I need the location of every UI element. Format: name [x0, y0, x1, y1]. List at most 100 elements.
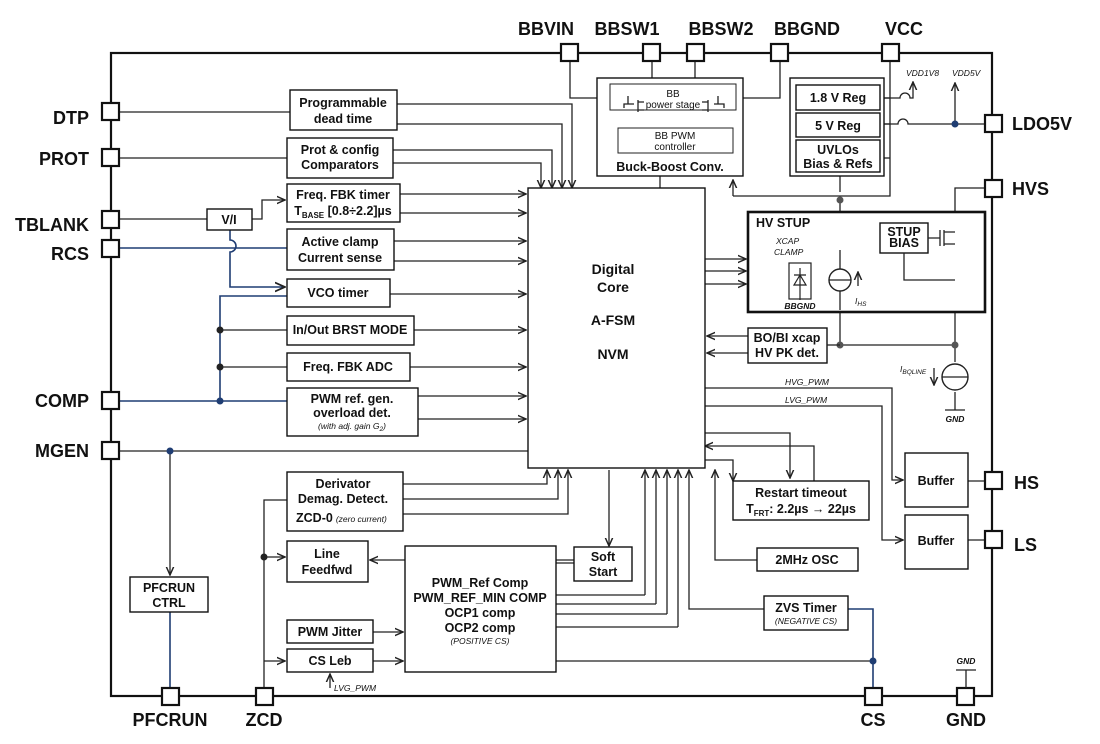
- pin-label-prot: PROT: [39, 149, 89, 169]
- pin-label-hvs: HVS: [1012, 179, 1049, 199]
- pin-label-bbgnd: BBGND: [774, 19, 840, 39]
- block-active-clamp: Active clamp Current sense: [286, 228, 395, 271]
- block-cs-leb: CS Leb: [286, 648, 374, 673]
- line-feedfwd-line2: Feedfwd: [302, 563, 353, 577]
- soft-start-line1: Soft: [591, 550, 616, 564]
- pin-ls: [983, 529, 1004, 550]
- zvs-line1: ZVS Timer: [775, 601, 837, 615]
- pin-comp: [100, 390, 121, 411]
- pwm-jitter-label: PWM Jitter: [298, 625, 363, 639]
- block-digital-core: Digital Core A-FSM NVM: [527, 187, 706, 469]
- pin-rcs: [100, 238, 121, 259]
- signal-lvg-pwm-csleb: LVG_PWM: [334, 683, 377, 693]
- block-bo-bi: BO/BI xcap HV PK det.: [747, 327, 828, 364]
- dead-time-line1: Programmable: [299, 96, 387, 110]
- prot-config-line1: Prot & config: [301, 143, 379, 157]
- bo-bi-line1: BO/BI xcap: [754, 331, 821, 345]
- line-feedfwd-line1: Line: [314, 547, 340, 561]
- pin-squares: [100, 42, 1004, 707]
- pin-pfcrun: [160, 686, 181, 707]
- vi-label: V/I: [221, 213, 236, 227]
- block-pwm-jitter: PWM Jitter: [286, 619, 374, 644]
- pin-label-tblank: TBLANK: [15, 215, 89, 235]
- pin-vcc: [880, 42, 901, 63]
- block-line-feedfwd: Line Feedfwd: [286, 540, 369, 583]
- pin-label-bbsw1: BBSW1: [594, 19, 659, 39]
- pin-prot: [100, 147, 121, 168]
- pin-cs: [863, 686, 884, 707]
- pin-label-bbsw2: BBSW2: [688, 19, 753, 39]
- freq-fbk-adc-label: Freq. FBK ADC: [303, 360, 393, 374]
- pfcrun-ctrl-line1: PFCRUN: [143, 581, 195, 595]
- pin-label-cs: CS: [860, 710, 885, 730]
- pin-dtp: [100, 101, 121, 122]
- block-dead-time: Programmable dead time: [289, 89, 398, 131]
- dead-time-line2: dead time: [314, 112, 372, 126]
- block-2mhz-osc: 2MHz OSC: [756, 547, 859, 572]
- pin-hvs: [983, 178, 1004, 199]
- pin-label-hs: HS: [1014, 473, 1039, 493]
- zvs-note: (NEGATIVE CS): [775, 616, 837, 626]
- comparators-note: (POSITIVE CS): [450, 636, 509, 646]
- uvlos-line1: UVLOs: [817, 143, 859, 157]
- bb-title: Buck-Boost Conv.: [616, 160, 723, 174]
- hv-stup-ihs: IHS: [855, 296, 867, 308]
- block-vi: V/I: [206, 208, 253, 231]
- reg-18-label: 1.8 V Reg: [810, 91, 866, 105]
- digital-core-line4: NVM: [597, 346, 628, 362]
- block-freq-fbk-adc: Freq. FBK ADC: [286, 352, 411, 382]
- pwm-ref-line1: PWM ref. gen.: [311, 392, 394, 406]
- freq-fbk-timer-line1: Freq. FBK timer: [296, 188, 390, 202]
- gnd-top-label: GND: [957, 656, 976, 666]
- block-soft-start: Soft Start: [573, 546, 633, 582]
- pin-label-ldo5v: LDO5V: [1012, 114, 1072, 134]
- comparators-line2: PWM_REF_MIN COMP: [413, 591, 546, 605]
- comparators-line4: OCP2 comp: [445, 621, 516, 635]
- block-buck-boost: BB power stage BB PWM controller Buck-Bo…: [596, 77, 744, 177]
- soft-start-line2: Start: [589, 565, 618, 579]
- prot-config-line2: Comparators: [301, 158, 379, 172]
- hv-stup-title: HV STUP: [756, 216, 810, 230]
- digital-core-line2: Core: [597, 279, 629, 295]
- hv-stup-bbgnd: BBGND: [784, 301, 815, 311]
- gnd-symbol: GND: [956, 656, 976, 688]
- block-zvs-timer: ZVS Timer (NEGATIVE CS): [763, 595, 849, 631]
- wires: [119, 60, 985, 688]
- bo-bi-line2: HV PK det.: [755, 346, 819, 360]
- pin-zcd: [254, 686, 275, 707]
- pin-bbsw2: [685, 42, 706, 63]
- ibqline-gnd: GND: [946, 414, 965, 424]
- ibqline-source: IBQLINE GND: [900, 363, 969, 424]
- pin-label-mgen: MGEN: [35, 441, 89, 461]
- buffer-ls-label: Buffer: [918, 534, 955, 548]
- pin-tblank: [100, 209, 121, 230]
- block-derivator: Derivator Demag. Detect. ZCD-0(zero curr…: [286, 471, 404, 532]
- pin-label-ls: LS: [1014, 535, 1037, 555]
- block-freq-fbk-timer: Freq. FBK timer TBASE [0.8÷2.2]µs: [286, 183, 401, 223]
- pin-ldo5v: [983, 113, 1004, 134]
- pin-labels: BBVIN BBSW1 BBSW2 BBGND VCC DTP PROT TBL…: [15, 19, 1072, 730]
- digital-core-line1: Digital: [592, 261, 635, 277]
- stup-bias-line2: BIAS: [889, 236, 919, 250]
- block-brst-mode: In/Out BRST MODE: [286, 315, 415, 346]
- osc-label: 2MHz OSC: [775, 553, 838, 567]
- pin-hs: [983, 470, 1004, 491]
- signal-hvg-pwm: HVG_PWM: [785, 377, 830, 387]
- signal-lvg-pwm: LVG_PWM: [785, 395, 828, 405]
- pin-label-vcc: VCC: [885, 19, 923, 39]
- derivator-line1: Derivator: [316, 477, 371, 491]
- restart-line1: Restart timeout: [755, 486, 848, 500]
- pin-label-bbvin: BBVIN: [518, 19, 574, 39]
- pin-label-comp: COMP: [35, 391, 89, 411]
- block-pwm-ref: PWM ref. gen. overload det. (with adj. g…: [286, 387, 419, 437]
- derivator-line2: Demag. Detect.: [298, 492, 388, 506]
- bb-power-stage-line1: BB: [666, 89, 680, 100]
- stup-bias-line1: STUP: [887, 225, 920, 239]
- pfcrun-ctrl-line2: CTRL: [152, 596, 186, 610]
- pin-gnd: [955, 686, 976, 707]
- block-regulators: 1.8 V Reg 5 V Reg UVLOs Bias & Refs: [789, 77, 885, 177]
- vco-timer-label: VCO timer: [307, 286, 368, 300]
- block-buffer-hs: Buffer: [904, 452, 969, 508]
- bb-power-stage-line2: power stage: [646, 100, 701, 111]
